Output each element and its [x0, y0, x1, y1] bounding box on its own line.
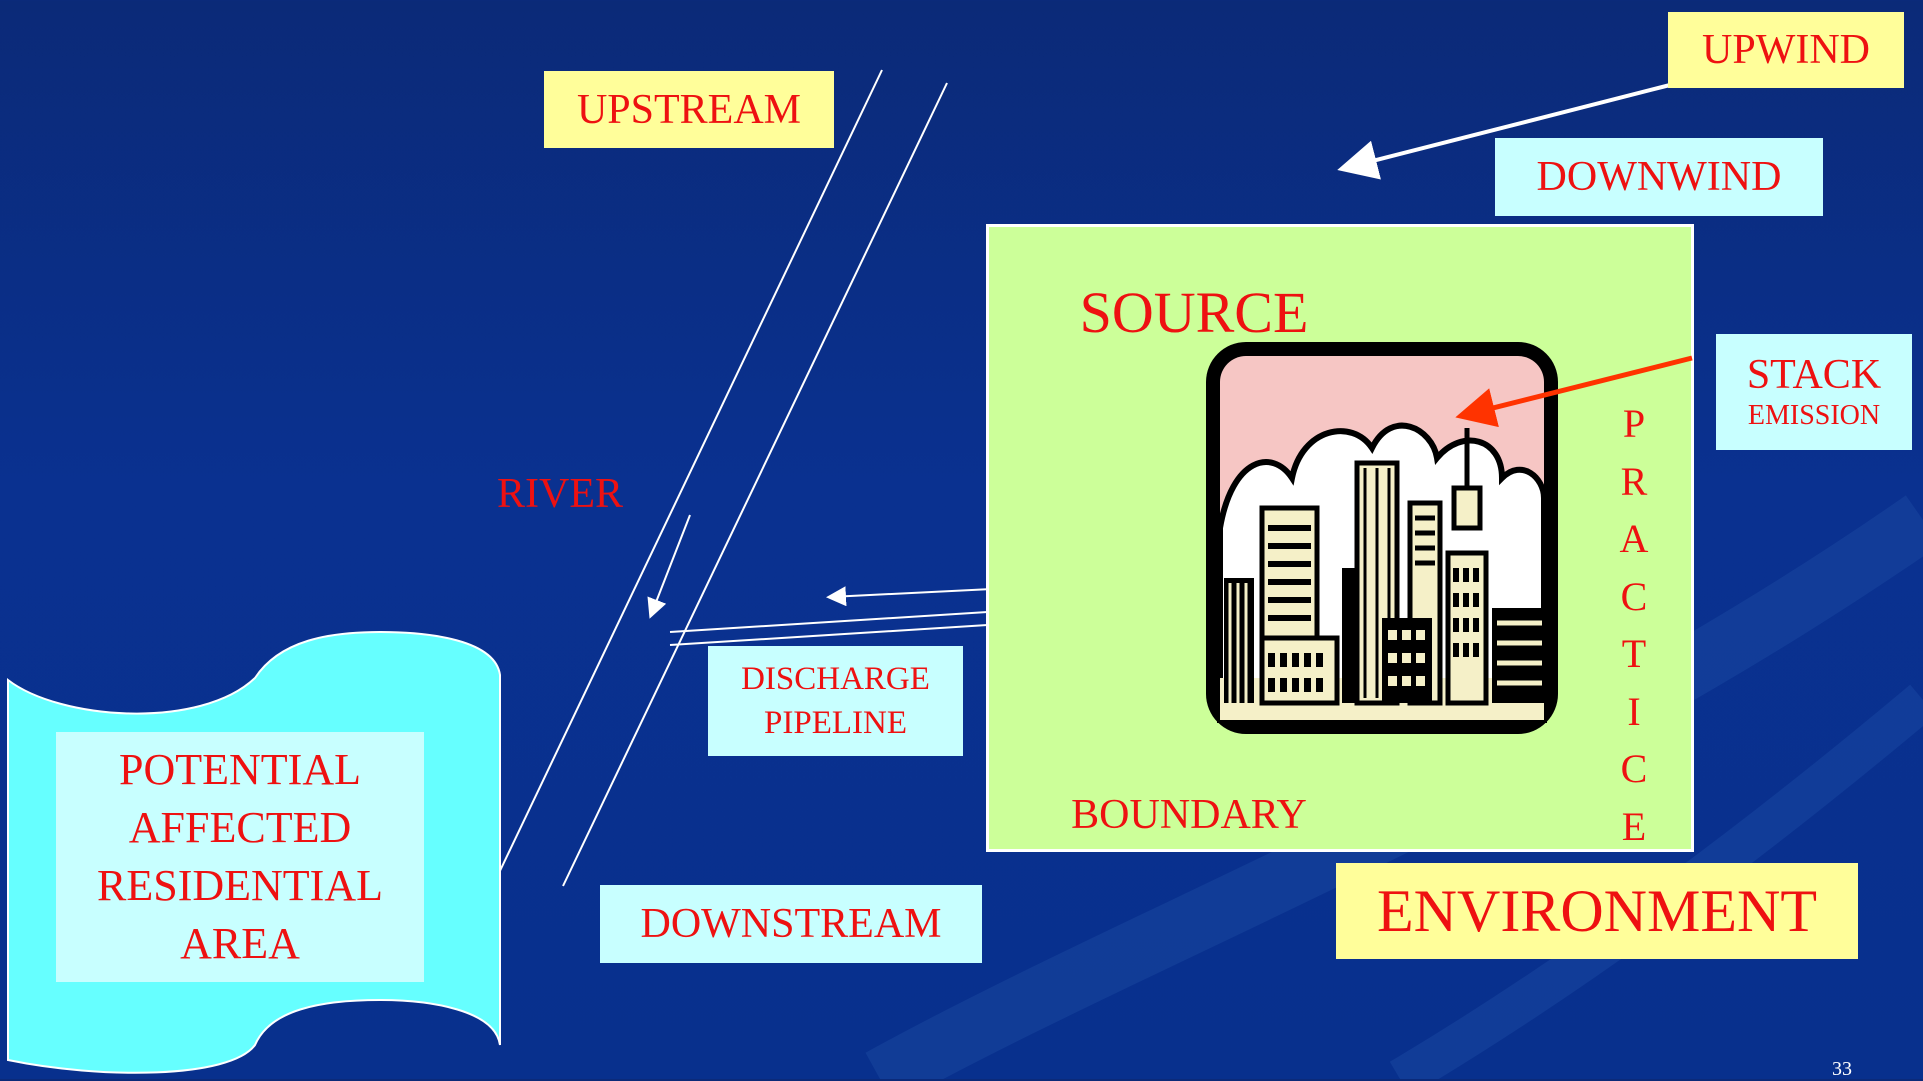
residential-line-3: RESIDENTIAL	[97, 861, 383, 910]
stack-emission-label: STACK EMISSION	[1716, 334, 1912, 450]
practice-label: P R A C T I C E	[1619, 401, 1649, 849]
source-label: SOURCE	[1079, 279, 1309, 345]
wind-arrow	[1337, 83, 1671, 180]
residential-line-1: POTENTIAL	[119, 745, 361, 794]
stack-label-line-1: STACK	[1746, 352, 1882, 398]
source-boundary-box: SOURCE BOUNDARY P R A C T I C E	[986, 224, 1694, 852]
discharge-line-1: DISCHARGE	[741, 661, 930, 697]
boundary-label: BOUNDARY	[1071, 792, 1307, 838]
residential-line-4: AREA	[180, 919, 300, 968]
residential-line-2: AFFECTED	[128, 803, 352, 852]
downwind-label: DOWNWIND	[1495, 138, 1823, 216]
city-skyline-icon	[1202, 338, 1562, 738]
upstream-label: UPSTREAM	[544, 71, 834, 148]
discharge-line-2: PIPELINE	[764, 705, 907, 741]
river-flow-arrow	[647, 514, 691, 619]
river-bank-right	[562, 82, 948, 887]
upwind-label: UPWIND	[1668, 12, 1904, 88]
slide-number: 33	[1832, 1058, 1852, 1080]
downstream-label: DOWNSTREAM	[600, 885, 982, 963]
residential-area-label-box: POTENTIAL AFFECTED RESIDENTIAL AREA	[56, 732, 424, 982]
river-bank-left	[497, 69, 883, 876]
environment-label: ENVIRONMENT	[1336, 863, 1858, 959]
discharge-pipeline-label: DISCHARGE PIPELINE	[708, 646, 963, 756]
stack-label-line-2: EMISSION	[1747, 400, 1881, 431]
river-label: RIVER	[497, 471, 623, 517]
